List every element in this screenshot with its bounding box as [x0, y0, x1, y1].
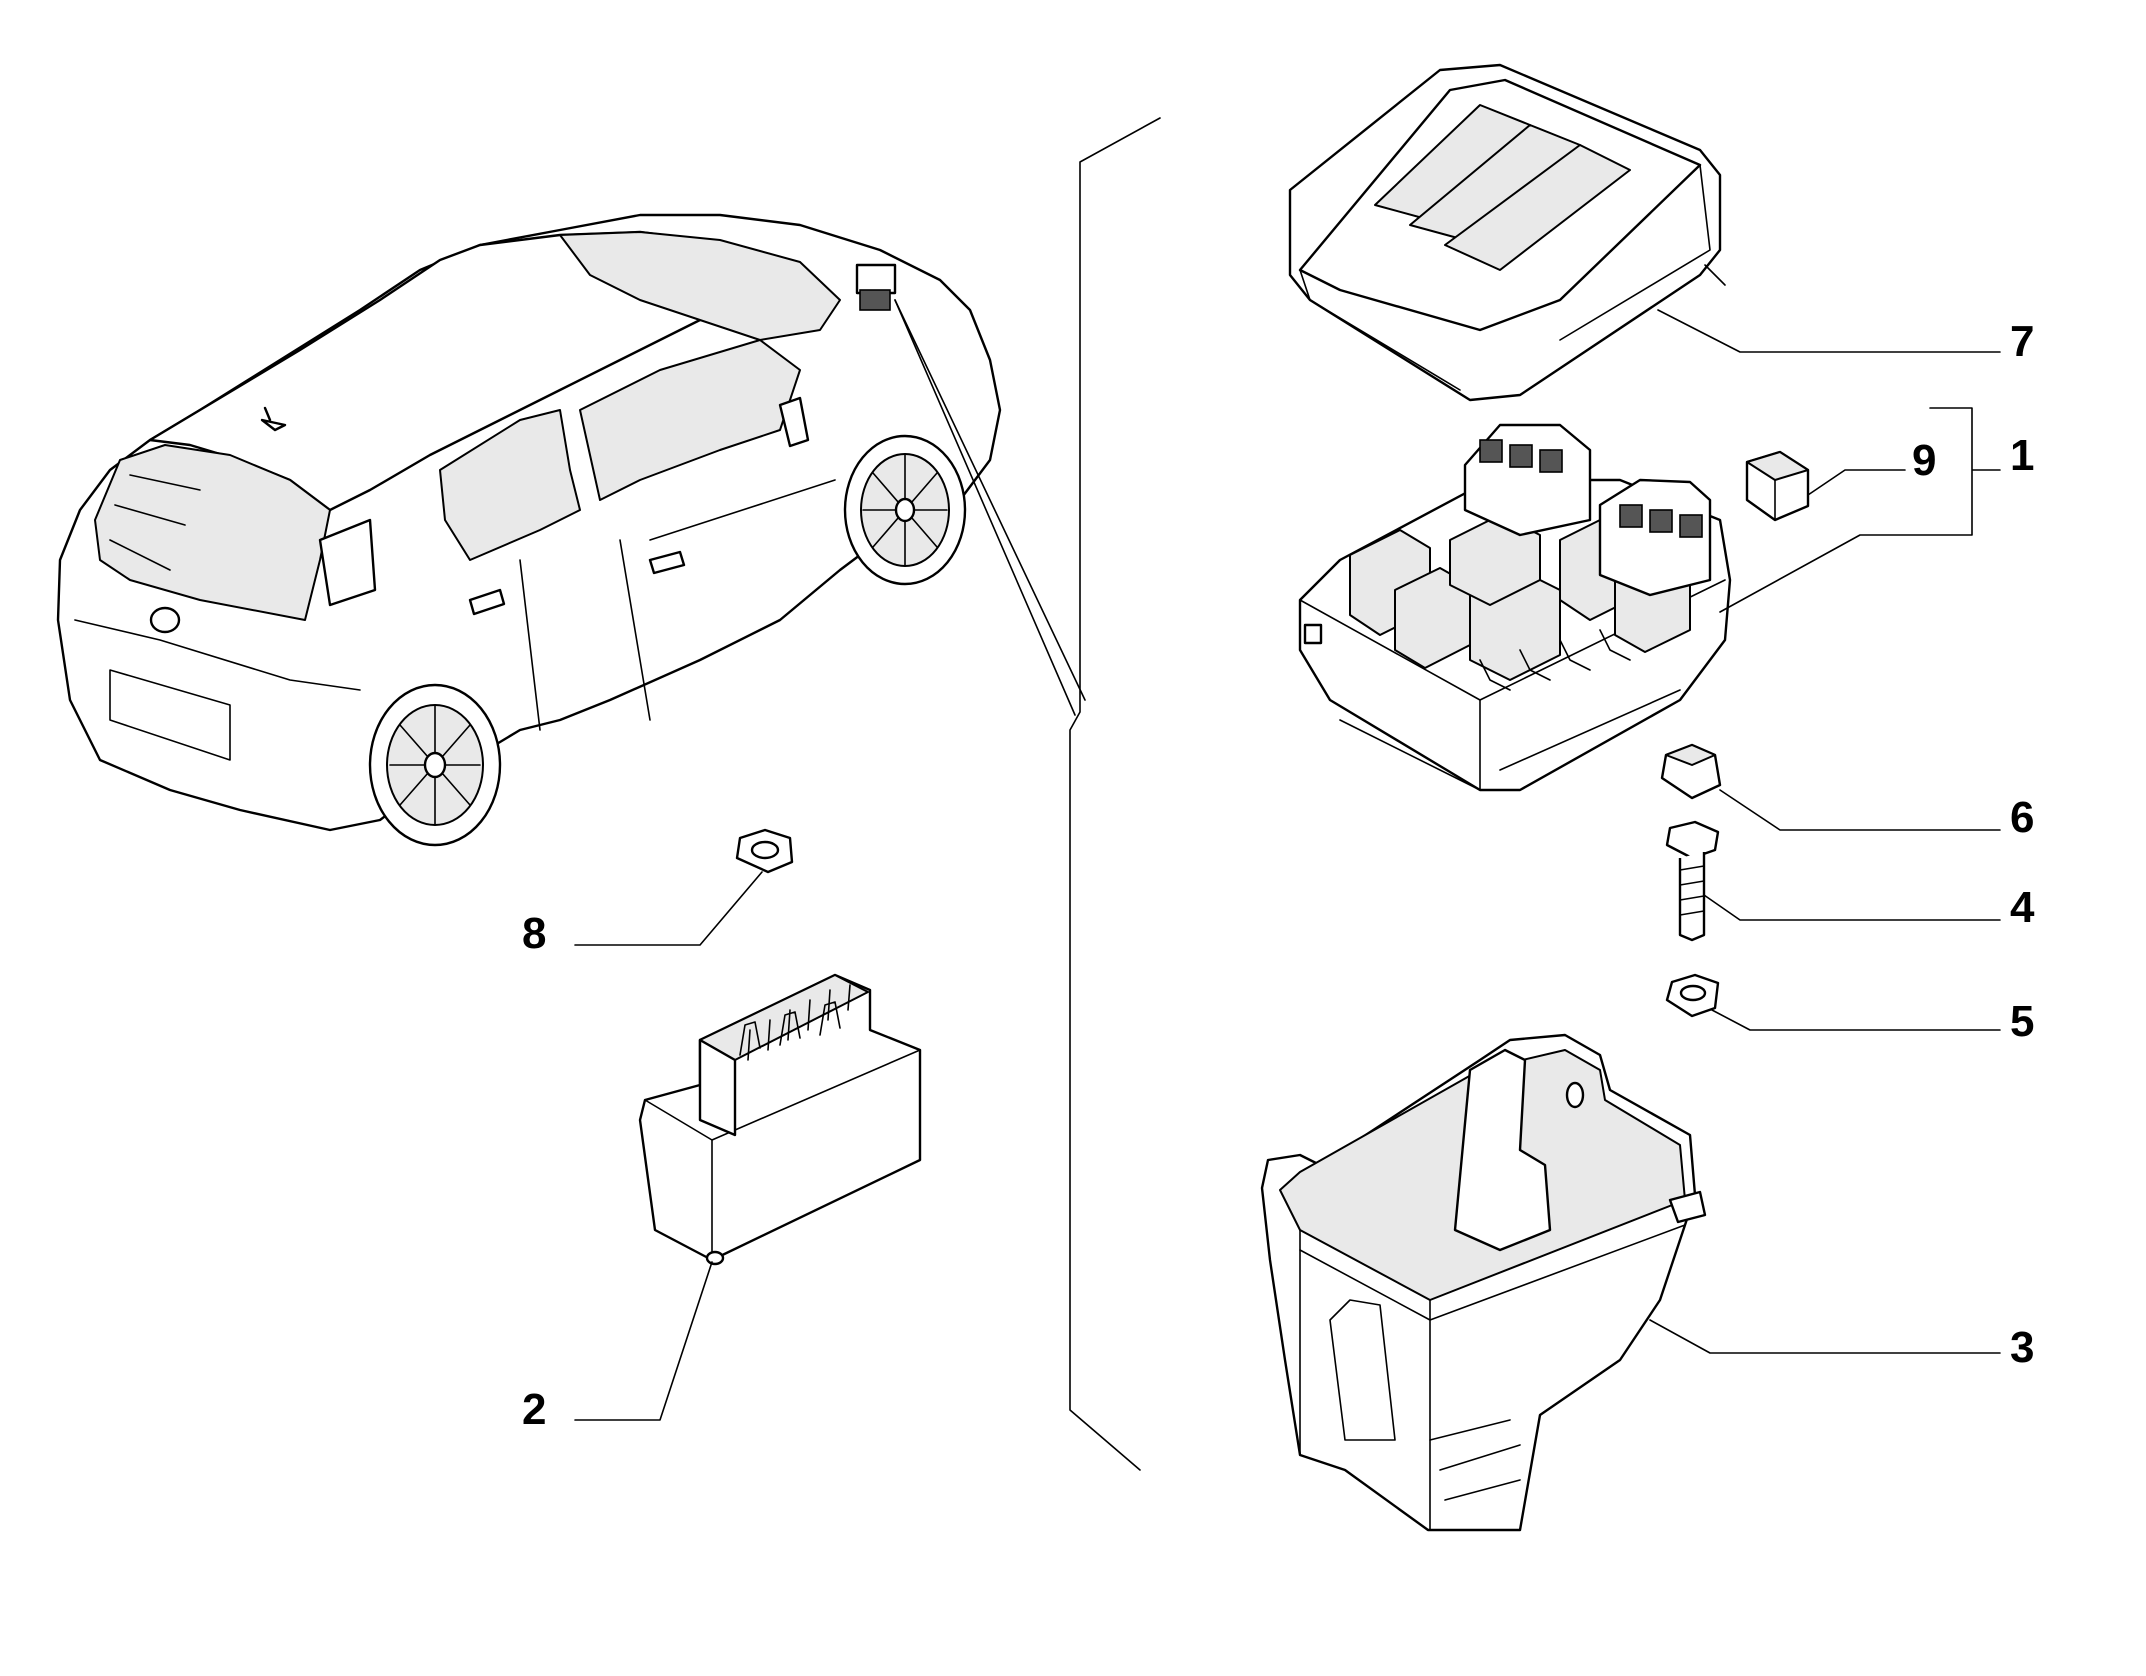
leader-line-6	[1719, 789, 2001, 831]
callout-2: 2	[522, 1385, 546, 1434]
callout-8: 8	[522, 909, 546, 958]
leader-line-2	[574, 1261, 713, 1421]
bolt-icon	[1665, 820, 1720, 942]
callout-7: 7	[2010, 317, 2034, 366]
hatchback-car-icon	[56, 213, 1086, 847]
hex-nut-icon	[1665, 973, 1720, 1018]
connector-module-icon	[638, 973, 922, 1266]
callout-1: 1	[2010, 431, 2034, 480]
leader-line-4	[1703, 894, 2001, 921]
exploded-view-bracket	[1069, 117, 1161, 1471]
fuse-relay-box-icon	[1298, 423, 1732, 792]
callout-4: 4	[2010, 883, 2035, 932]
box-base-icon	[1260, 1033, 1707, 1532]
leader-line-3	[1649, 1319, 2001, 1354]
leader-line-5	[1711, 1009, 2001, 1031]
callout-5: 5	[2010, 997, 2034, 1046]
callout-3: 3	[2010, 1323, 2034, 1372]
leader-line-1	[1719, 407, 2001, 613]
callout-6: 6	[2010, 793, 2034, 842]
callout-9: 9	[1912, 436, 1936, 485]
leader-line-9	[1807, 469, 1906, 496]
leader-line-8	[574, 871, 763, 946]
relay-icon	[1745, 450, 1810, 522]
hex-nut-icon	[735, 828, 794, 874]
box-cover-icon	[1288, 63, 1726, 402]
leader-line-7	[1657, 309, 2001, 353]
rubber-cap-icon	[1660, 743, 1722, 800]
